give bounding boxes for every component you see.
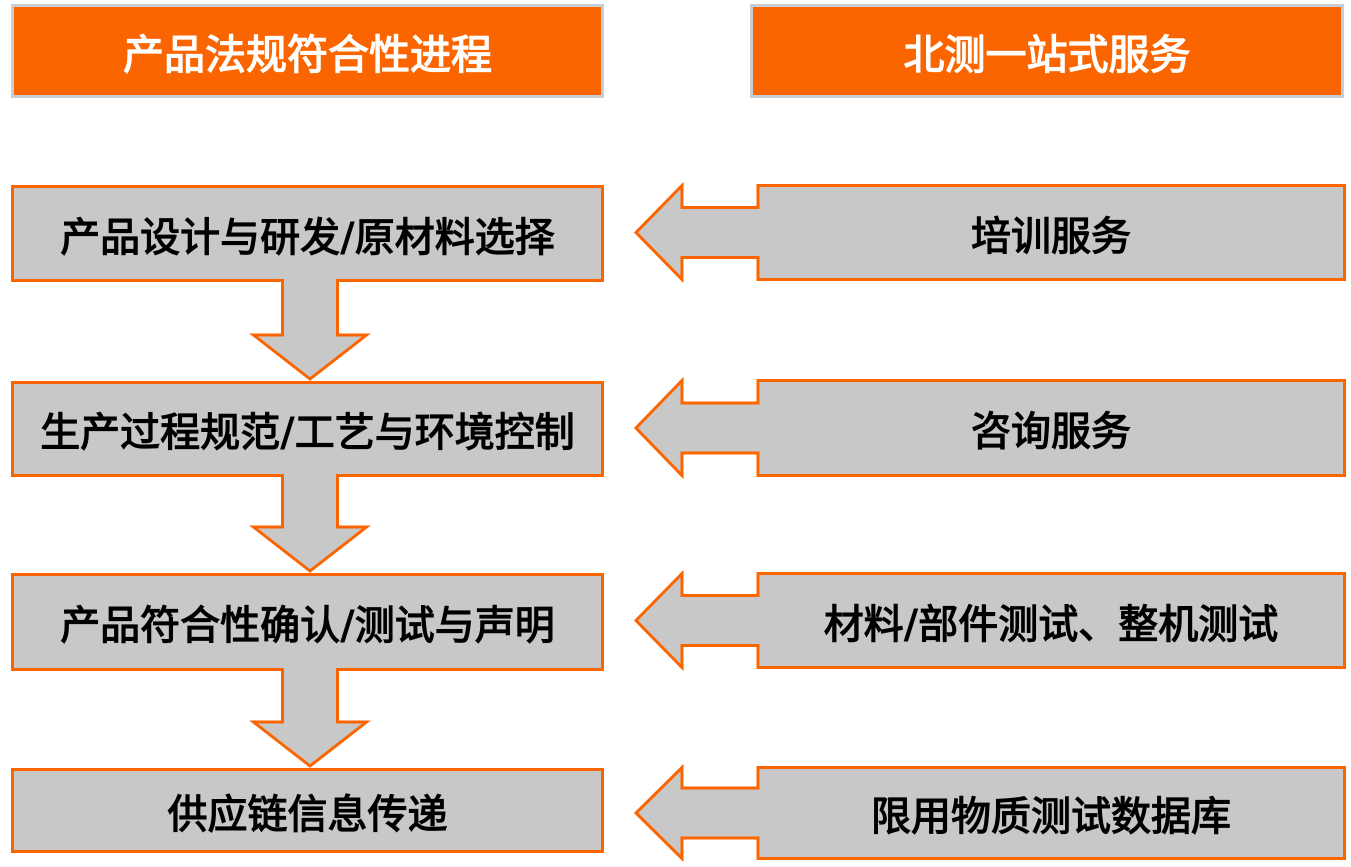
service-label-1: 培训服务 xyxy=(971,213,1131,260)
service-box-2: 咨询服务 xyxy=(633,376,1346,480)
flow-down-arrow-icon-1 xyxy=(249,279,371,381)
process-step-label-3: 产品符合性确认/测试与声明 xyxy=(60,603,555,649)
flow-down-arrow-icon-2 xyxy=(249,474,371,573)
service-box-3: 材料/部件测试、整机测试 xyxy=(633,569,1346,672)
service-left-arrow-icon-4 xyxy=(633,763,1346,863)
header-process-label: 产品法规符合性进程 xyxy=(123,31,492,79)
service-label-4: 限用物质测试数据库 xyxy=(871,794,1231,840)
header-services-label: 北测一站式服务 xyxy=(903,31,1191,79)
service-label-3: 材料/部件测试、整机测试 xyxy=(823,601,1279,648)
process-step-label-4: 供应链信息传递 xyxy=(167,791,448,838)
service-box-1: 培训服务 xyxy=(633,181,1346,284)
header-process-column: 产品法规符合性进程 xyxy=(11,4,604,98)
service-left-arrow-icon-1 xyxy=(633,181,1346,284)
process-step-box-4: 供应链信息传递 xyxy=(11,768,604,853)
process-step-box-3: 产品符合性确认/测试与声明 xyxy=(11,573,604,671)
process-step-box-2: 生产过程规范/工艺与环境控制 xyxy=(11,381,604,477)
process-step-label-1: 产品设计与研发/原材料选择 xyxy=(60,214,555,261)
process-step-label-2: 生产过程规范/工艺与环境控制 xyxy=(40,410,575,456)
process-step-box-1: 产品设计与研发/原材料选择 xyxy=(11,185,604,282)
service-left-arrow-icon-2 xyxy=(633,376,1346,480)
service-left-arrow-icon-3 xyxy=(633,569,1346,672)
header-services-column: 北测一站式服务 xyxy=(750,4,1344,98)
service-box-4: 限用物质测试数据库 xyxy=(633,763,1346,863)
flow-down-arrow-icon-3 xyxy=(249,668,371,768)
service-label-2: 咨询服务 xyxy=(971,409,1131,455)
